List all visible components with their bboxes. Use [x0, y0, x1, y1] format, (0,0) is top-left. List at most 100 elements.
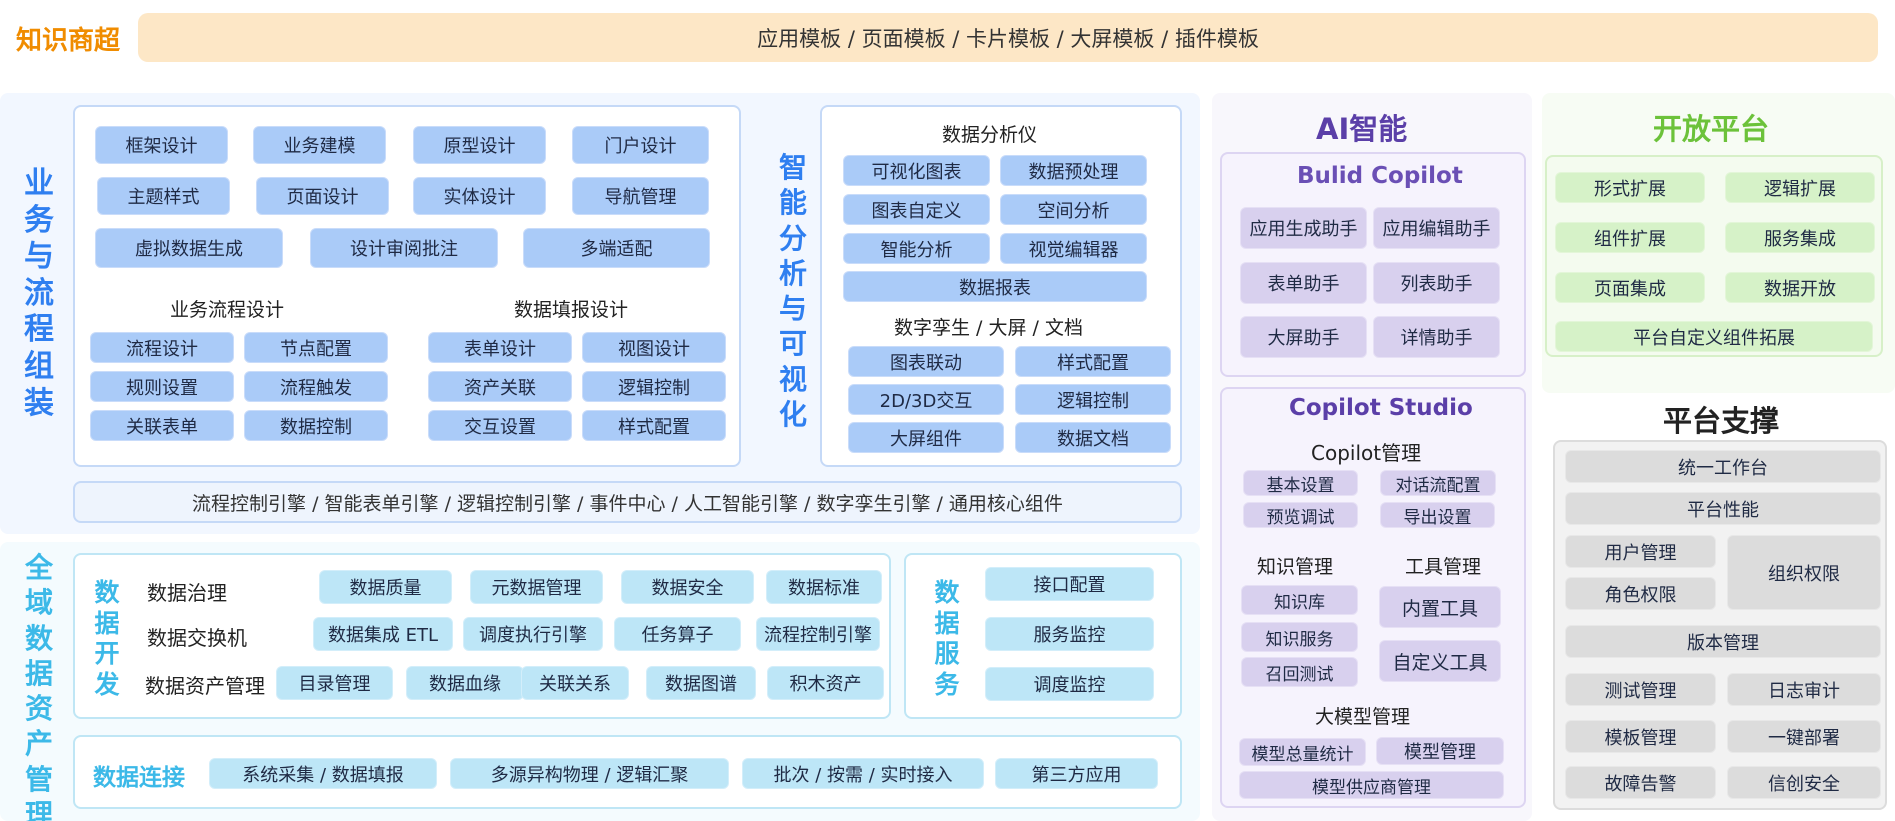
module-chip[interactable]: 基本设置: [1243, 470, 1358, 496]
module-chip[interactable]: 数据血缘: [406, 666, 524, 700]
module-chip[interactable]: 数据集成 ETL: [313, 617, 453, 651]
module-chip[interactable]: 列表助手: [1373, 262, 1500, 304]
module-chip[interactable]: 模型供应商管理: [1239, 771, 1504, 799]
module-chip[interactable]: 关联关系: [521, 666, 629, 700]
module-chip[interactable]: 知识服务: [1241, 622, 1358, 652]
module-chip[interactable]: 流程触发: [244, 371, 388, 402]
module-chip[interactable]: 设计审阅批注: [310, 228, 498, 268]
module-chip[interactable]: 数据安全: [621, 570, 754, 604]
module-chip[interactable]: 平台自定义组件拓展: [1555, 321, 1873, 352]
module-chip[interactable]: 导出设置: [1380, 502, 1495, 528]
module-chip[interactable]: 故障告警: [1565, 766, 1716, 799]
module-chip[interactable]: 逻辑控制: [1015, 384, 1171, 415]
module-chip[interactable]: 信创安全: [1727, 766, 1881, 799]
module-chip[interactable]: 交互设置: [428, 410, 572, 441]
module-chip[interactable]: 应用生成助手: [1240, 207, 1367, 249]
module-chip[interactable]: 任务算子: [614, 617, 741, 651]
module-chip[interactable]: 资产关联: [428, 371, 572, 402]
module-chip[interactable]: 角色权限: [1565, 577, 1716, 610]
module-chip[interactable]: 样式配置: [582, 410, 726, 441]
module-chip[interactable]: 对话流配置: [1380, 470, 1496, 496]
module-chip[interactable]: 视图设计: [582, 332, 726, 363]
module-chip[interactable]: 形式扩展: [1555, 172, 1705, 203]
module-chip[interactable]: 大屏组件: [848, 422, 1004, 453]
module-chip[interactable]: 多端适配: [523, 228, 710, 268]
module-chip[interactable]: 数据开放: [1725, 272, 1875, 303]
module-chip[interactable]: 详情助手: [1373, 316, 1500, 358]
module-chip[interactable]: 第三方应用: [995, 758, 1158, 789]
module-chip[interactable]: 门户设计: [572, 126, 709, 164]
module-chip[interactable]: 组织权限: [1727, 535, 1881, 610]
module-chip[interactable]: 流程控制引擎: [756, 617, 880, 651]
module-chip[interactable]: 可视化图表: [843, 155, 990, 186]
module-chip[interactable]: 模板管理: [1565, 720, 1716, 753]
module-chip[interactable]: 调度执行引擎: [463, 617, 603, 651]
module-chip[interactable]: 目录管理: [276, 666, 393, 700]
module-chip[interactable]: 表单助手: [1240, 262, 1367, 304]
module-chip[interactable]: 模型管理: [1376, 737, 1504, 765]
module-chip[interactable]: 召回测试: [1241, 657, 1358, 687]
module-chip[interactable]: 数据文档: [1015, 422, 1171, 453]
module-chip[interactable]: 数据图谱: [646, 666, 756, 700]
module-chip[interactable]: 逻辑扩展: [1725, 172, 1875, 203]
module-chip[interactable]: 一键部署: [1727, 720, 1881, 753]
module-chip[interactable]: 数据标准: [766, 570, 882, 604]
module-chip[interactable]: 流程设计: [90, 332, 234, 363]
module-chip[interactable]: 用户管理: [1565, 535, 1716, 568]
module-chip[interactable]: 多源异构物理 / 逻辑汇聚: [450, 758, 729, 789]
module-chip[interactable]: 节点配置: [244, 332, 388, 363]
module-chip[interactable]: 服务监控: [985, 617, 1154, 651]
module-chip[interactable]: 页面设计: [256, 177, 389, 215]
module-chip[interactable]: 系统采集 / 数据填报: [209, 758, 437, 789]
module-chip[interactable]: 预览调试: [1243, 502, 1358, 528]
module-chip[interactable]: 测试管理: [1565, 673, 1716, 706]
module-chip[interactable]: 页面集成: [1555, 272, 1705, 303]
module-chip[interactable]: 批次 / 按需 / 实时接入: [742, 758, 984, 789]
module-chip[interactable]: 数据控制: [244, 410, 388, 441]
module-chip[interactable]: 大屏助手: [1240, 316, 1367, 358]
module-chip[interactable]: 规则设置: [90, 371, 234, 402]
module-chip[interactable]: 图表联动: [848, 346, 1004, 377]
module-chip[interactable]: 应用编辑助手: [1373, 207, 1500, 249]
module-chip[interactable]: 自定义工具: [1379, 640, 1501, 682]
module-chip[interactable]: 版本管理: [1565, 625, 1881, 658]
module-chip[interactable]: 导航管理: [572, 177, 709, 215]
copilot-studio-title: Copilot Studio: [1289, 395, 1473, 421]
module-chip[interactable]: 逻辑控制: [582, 371, 726, 402]
module-chip[interactable]: 调度监控: [985, 667, 1154, 701]
data-service-title-char: 服: [934, 639, 960, 668]
module-chip[interactable]: 数据报表: [843, 271, 1147, 302]
module-chip[interactable]: 图表自定义: [843, 194, 990, 225]
module-chip[interactable]: 2D/3D交互: [848, 384, 1004, 415]
module-chip[interactable]: 服务集成: [1725, 222, 1875, 253]
module-chip[interactable]: 日志审计: [1727, 673, 1881, 706]
module-chip[interactable]: 元数据管理: [470, 570, 603, 604]
module-chip[interactable]: 样式配置: [1015, 346, 1171, 377]
module-chip[interactable]: 组件扩展: [1555, 222, 1705, 253]
module-chip[interactable]: 数据预处理: [1000, 155, 1147, 186]
module-chip[interactable]: 内置工具: [1379, 586, 1501, 628]
module-chip[interactable]: 平台性能: [1565, 492, 1881, 525]
module-chip[interactable]: 数据质量: [319, 570, 452, 604]
module-chip[interactable]: 表单设计: [428, 332, 572, 363]
module-chip[interactable]: 模型总量统计: [1239, 738, 1366, 766]
module-chip[interactable]: 虚拟数据生成: [95, 228, 283, 268]
module-chip[interactable]: 空间分析: [1000, 194, 1147, 225]
business-title-char: 装: [24, 385, 54, 421]
module-chip[interactable]: 业务建模: [253, 126, 386, 164]
engine-bar[interactable]: 流程控制引擎 / 智能表单引擎 / 逻辑控制引擎 / 事件中心 / 人工智能引擎…: [73, 481, 1182, 523]
module-chip[interactable]: 实体设计: [413, 177, 546, 215]
build-copilot-title: Bulid Copilot: [1297, 163, 1463, 189]
engine-bar-text: 流程控制引擎 / 智能表单引擎 / 逻辑控制引擎 / 事件中心 / 人工智能引擎…: [192, 492, 1063, 515]
module-chip[interactable]: 框架设计: [95, 126, 228, 164]
template-banner[interactable]: 应用模板 / 页面模板 / 卡片模板 / 大屏模板 / 插件模板: [138, 13, 1878, 62]
module-chip[interactable]: 原型设计: [413, 126, 546, 164]
module-chip[interactable]: 积木资产: [767, 666, 884, 700]
module-chip[interactable]: 统一工作台: [1565, 450, 1881, 483]
module-chip[interactable]: 智能分析: [843, 233, 990, 264]
module-chip[interactable]: 视觉编辑器: [1000, 233, 1147, 264]
module-chip[interactable]: 接口配置: [985, 567, 1154, 601]
module-chip[interactable]: 关联表单: [90, 410, 234, 441]
module-chip[interactable]: 主题样式: [97, 177, 230, 215]
module-chip[interactable]: 知识库: [1241, 585, 1358, 615]
